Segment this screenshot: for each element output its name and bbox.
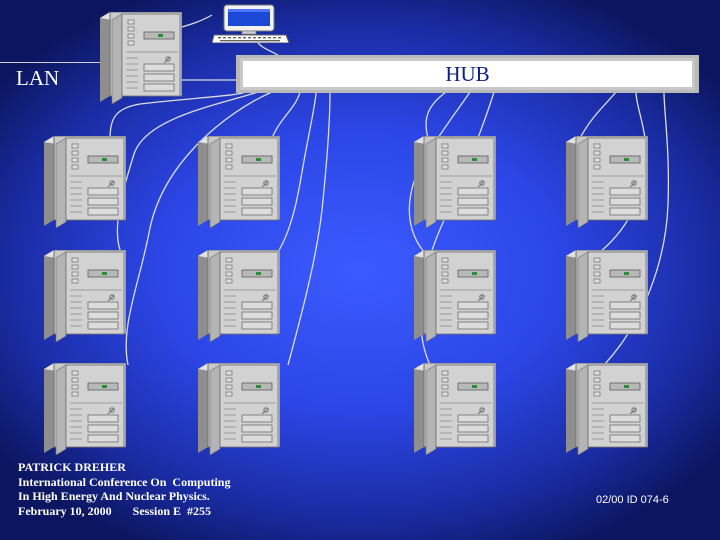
credits-author: PATRICK DREHER — [18, 460, 126, 474]
hub-label: HUB — [445, 61, 490, 86]
server-tower-icon — [44, 136, 126, 228]
credits-conference: International Conference On Computing — [18, 474, 231, 489]
server-tower-icon — [414, 250, 496, 342]
server-tower-icon — [100, 12, 182, 104]
credits-date-session: February 10, 2000 Session E #255 — [18, 503, 212, 518]
server-tower-icon — [198, 363, 280, 455]
server-tower-icon — [566, 363, 648, 455]
server-tower-icon — [566, 136, 648, 228]
server-tower-icon — [566, 250, 648, 342]
hub-box: HUB — [240, 58, 695, 90]
lan-divider — [0, 62, 100, 63]
server-tower-icon — [44, 363, 126, 455]
slide-id: 02/00 ID 074-6 — [596, 494, 669, 506]
credits-subject: In High Energy And Nuclear Physics. — [18, 489, 210, 503]
server-tower-icon — [414, 136, 496, 228]
server-tower-icon — [198, 136, 280, 228]
server-tower-icon — [414, 363, 496, 455]
credits: PATRICK DREHER International Conference … — [18, 460, 230, 518]
server-tower-icon — [44, 250, 126, 342]
lan-label: LAN — [16, 66, 60, 90]
workstation-icon — [211, 3, 292, 48]
server-tower-icon — [198, 250, 280, 342]
